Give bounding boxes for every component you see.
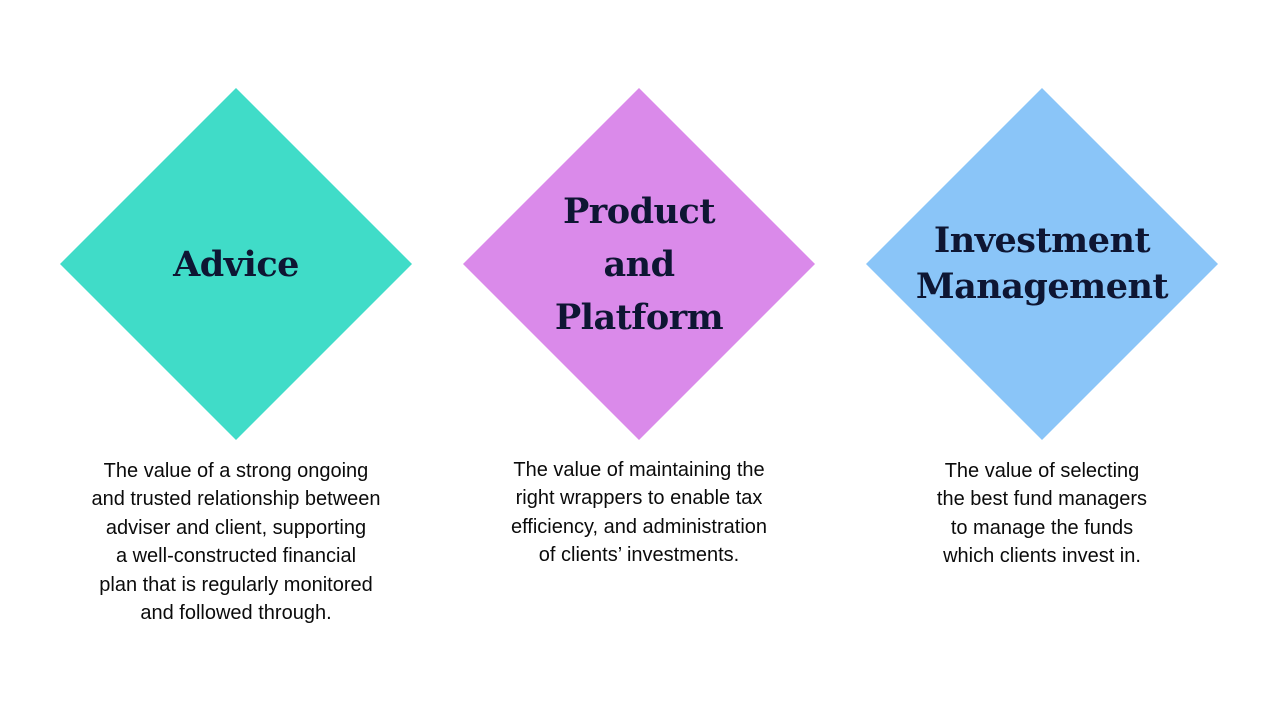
pillar-title: Advice — [173, 243, 299, 285]
pillar-title: Product and Platform — [554, 190, 724, 338]
pillar-title: Investment Management — [915, 220, 1169, 307]
diamond-investment-management: Investment Management — [866, 88, 1218, 440]
diamond-shape — [866, 88, 1218, 440]
diamond-shape — [463, 88, 815, 440]
pillar-description: The value of maintaining the right wrapp… — [510, 459, 768, 567]
diamond-product-platform: Product and Platform — [463, 88, 815, 440]
diamond-shape — [60, 88, 412, 440]
pillar-description: The value of selecting the best fund man… — [936, 460, 1148, 568]
pillar-description: The value of a strong ongoing and truste… — [91, 460, 381, 625]
diamond-advice: Advice — [60, 88, 412, 440]
